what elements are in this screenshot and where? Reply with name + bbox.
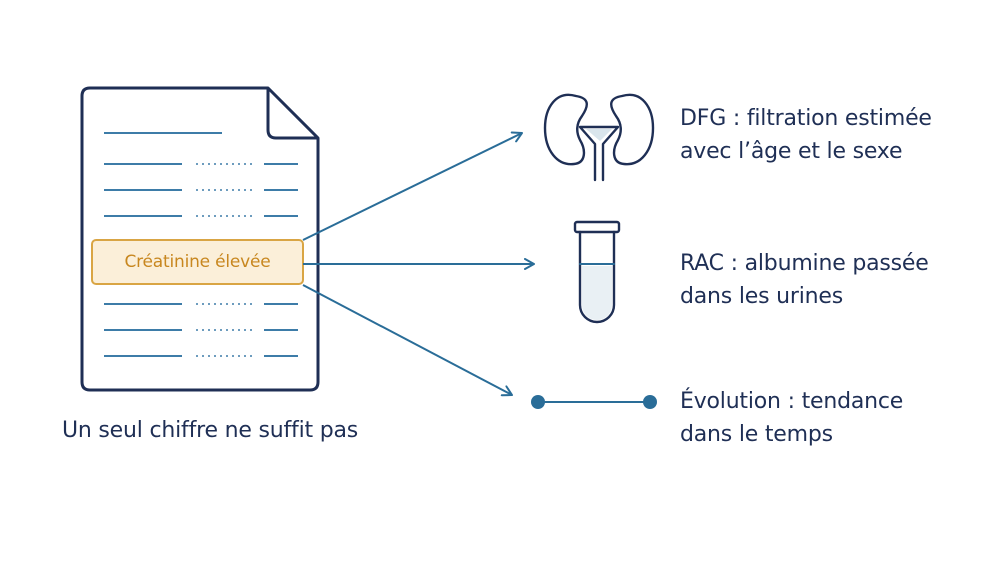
highlight-box bbox=[91, 239, 304, 285]
item-text-evolution: Évolution : tendance dans le temps bbox=[680, 385, 903, 451]
document-rows-bottom bbox=[104, 303, 298, 357]
item-rac-line1: RAC : albumine passée bbox=[680, 251, 929, 276]
item-text-dfg: DFG : filtration estimée avec l’âge et l… bbox=[680, 102, 932, 168]
timeline-start-dot bbox=[531, 395, 545, 409]
kidney-filter-icon bbox=[543, 93, 655, 182]
item-dfg-line1: DFG : filtration estimée bbox=[680, 106, 932, 131]
item-evo-line2: dans le temps bbox=[680, 422, 833, 447]
document-icon bbox=[80, 86, 320, 392]
item-rac-line2: dans les urines bbox=[680, 284, 843, 309]
arrow-to-dfg bbox=[302, 131, 523, 241]
document-caption: Un seul chiffre ne suffit pas bbox=[61, 418, 359, 443]
item-text-rac: RAC : albumine passée dans les urines bbox=[680, 247, 929, 313]
item-evo-line1: Évolution : tendance bbox=[680, 389, 904, 414]
highlight-label: Créatinine élevée bbox=[124, 252, 271, 272]
timeline-end-dot bbox=[643, 395, 657, 409]
timeline-icon bbox=[531, 395, 657, 409]
item-dfg-line2: avec l’âge et le sexe bbox=[680, 139, 903, 164]
arrow-to-evolution bbox=[302, 284, 513, 397]
document-rows-top bbox=[104, 163, 298, 217]
test-tube-icon bbox=[573, 220, 621, 324]
